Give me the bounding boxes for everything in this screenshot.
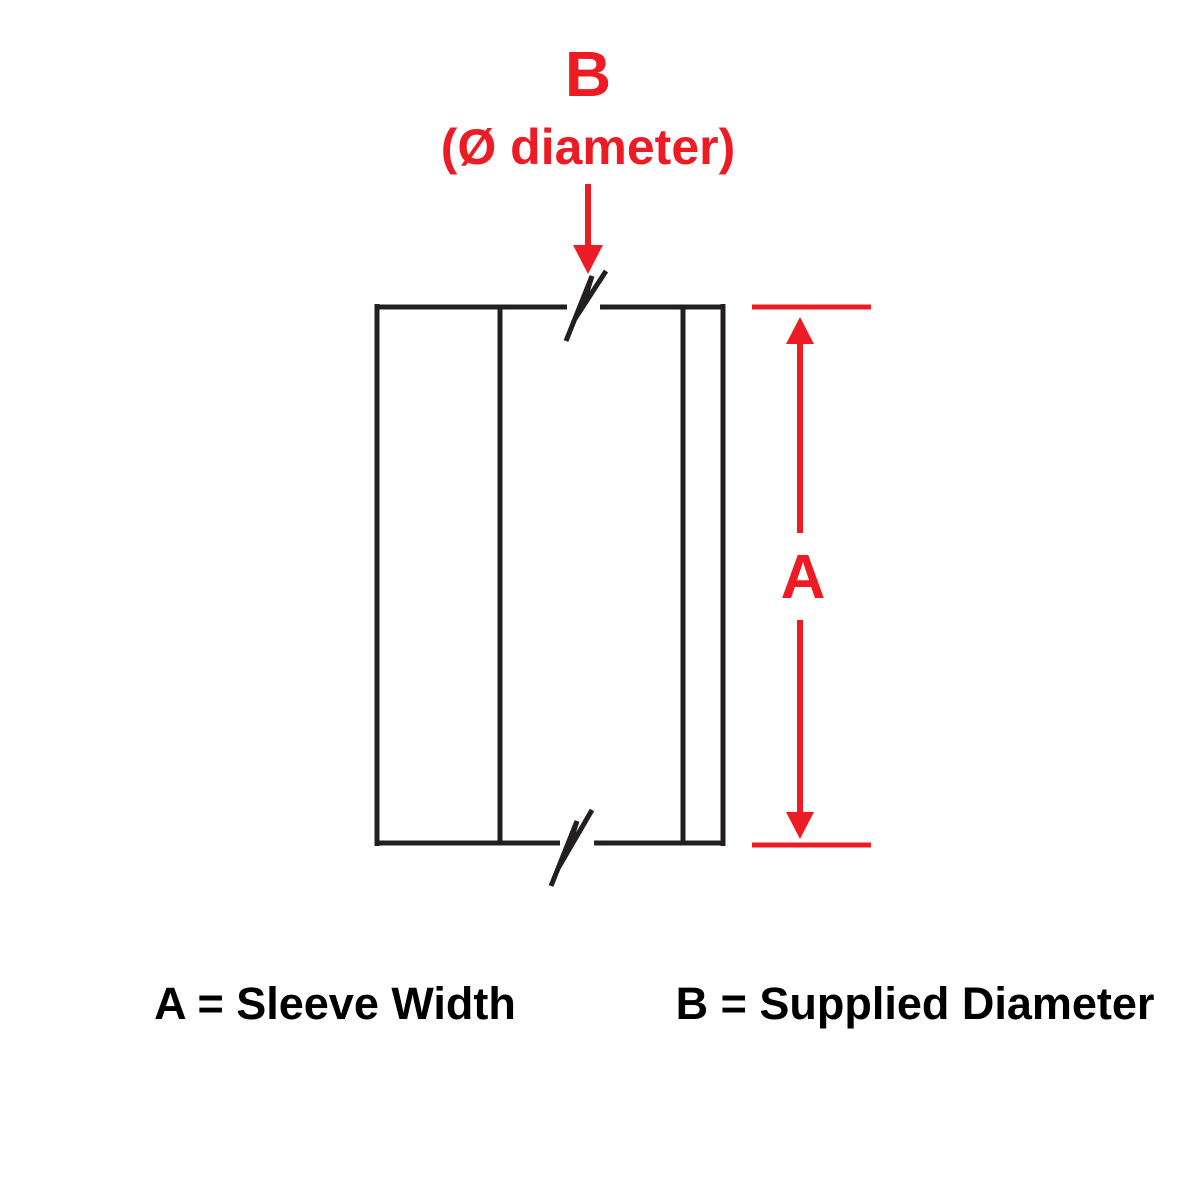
legend-supplied-diameter: B = Supplied Diameter [676, 978, 1155, 1029]
break-mark-bottom-icon [548, 808, 595, 887]
legend-sleeve-width: A = Sleeve Width [154, 978, 516, 1029]
up-arrow-head-icon [786, 317, 814, 344]
top-dimension-sublabel: (Ø diameter) [441, 119, 736, 175]
down-arrow-head-icon [573, 245, 603, 274]
top-dimension-label: B [565, 38, 611, 110]
down-arrow-head-bottom-icon [786, 812, 814, 839]
legend: A = Sleeve Width B = Supplied Diameter [154, 978, 1154, 1029]
side-dimension-callout: A [752, 304, 871, 848]
side-dimension-label: A [781, 543, 826, 612]
break-mark-top-icon [563, 269, 609, 342]
top-dimension-callout: B (Ø diameter) [441, 38, 736, 274]
sleeve-drawing [374, 269, 726, 887]
